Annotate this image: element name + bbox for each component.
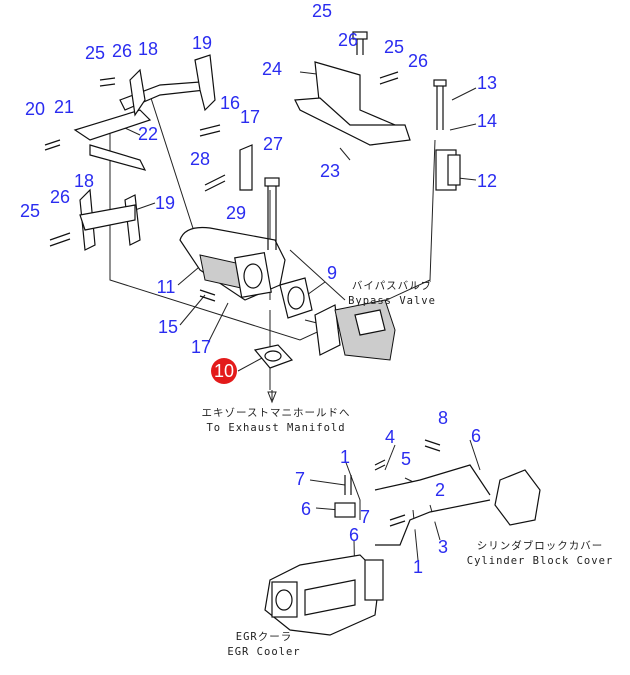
callout[interactable]: 2 (435, 480, 445, 500)
callout[interactable]: 25 (312, 1, 332, 21)
callout[interactable]: 22 (138, 124, 158, 144)
callout[interactable]: 26 (408, 51, 428, 71)
callout[interactable]: 24 (262, 59, 282, 79)
cylinder-block-cover-label-en: Cylinder Block Cover (467, 555, 613, 567)
callout[interactable]: 18 (138, 39, 158, 59)
callout[interactable]: 7 (295, 469, 305, 489)
callout[interactable]: 16 (220, 93, 240, 113)
callout[interactable]: 3 (438, 537, 448, 557)
callout[interactable]: 28 (190, 149, 210, 169)
egr-cooler-label-jp: EGRクーラ (236, 631, 292, 643)
callout[interactable]: 6 (301, 499, 311, 519)
callout[interactable]: 1 (413, 557, 423, 577)
callout[interactable]: 4 (385, 427, 395, 447)
callout[interactable]: 26 (50, 187, 70, 207)
callout[interactable]: 29 (226, 203, 246, 223)
callout[interactable]: 6 (349, 525, 359, 545)
callout-numbers: 25 26 25 26 24 13 14 23 12 25 26 18 19 2… (20, 1, 497, 577)
exhaust-pipe (179, 177, 286, 302)
bypass-valve-label-jp: バイパスバルブ (352, 279, 432, 292)
bypass-valve (314, 299, 396, 361)
callout[interactable]: 8 (438, 408, 448, 428)
cylinder-block-cover-label-jp: シリンダブロックカバー (477, 539, 604, 552)
callout[interactable]: 19 (155, 193, 175, 213)
egr-pipes (334, 439, 541, 546)
callout[interactable]: 14 (477, 111, 497, 131)
callout-highlighted[interactable]: 10 (214, 361, 234, 381)
exhaust-manifold-label-jp: エキゾーストマニホールドへ (202, 407, 351, 419)
gaskets (253, 277, 313, 369)
callout[interactable]: 27 (263, 134, 283, 154)
callout[interactable]: 18 (74, 171, 94, 191)
callout[interactable]: 26 (338, 30, 358, 50)
callout[interactable]: 9 (327, 263, 337, 283)
callout[interactable]: 25 (20, 201, 40, 221)
callout[interactable]: 7 (360, 507, 370, 527)
callout[interactable]: 25 (85, 43, 105, 63)
callout[interactable]: 1 (340, 447, 350, 467)
highlight-circle (211, 358, 237, 384)
egr-cooler-label-en: EGR Cooler (227, 646, 300, 658)
callout[interactable]: 5 (401, 449, 411, 469)
callout[interactable]: 21 (54, 97, 74, 117)
callout[interactable]: 25 (384, 37, 404, 57)
callout[interactable]: 17 (191, 337, 211, 357)
callout[interactable]: 19 (192, 33, 212, 53)
exhaust-manifold-label-en: To Exhaust Manifold (206, 422, 345, 434)
callout[interactable]: 12 (477, 171, 497, 191)
egr-cooler (264, 554, 384, 636)
bypass-valve-label-en: Bypass Valve (348, 295, 436, 307)
callout[interactable]: 17 (240, 107, 260, 127)
callout[interactable]: 6 (471, 426, 481, 446)
part-labels: バイパスバルブ Bypass Valve エキゾーストマニホールドへ To Ex… (202, 279, 613, 658)
callout[interactable]: 13 (477, 73, 497, 93)
callout[interactable]: 15 (158, 317, 178, 337)
callout[interactable]: 20 (25, 99, 45, 119)
bracket-parts (44, 31, 461, 251)
callout[interactable]: 26 (112, 41, 132, 61)
callout[interactable]: 11 (157, 277, 176, 297)
callout[interactable]: 23 (320, 161, 340, 181)
